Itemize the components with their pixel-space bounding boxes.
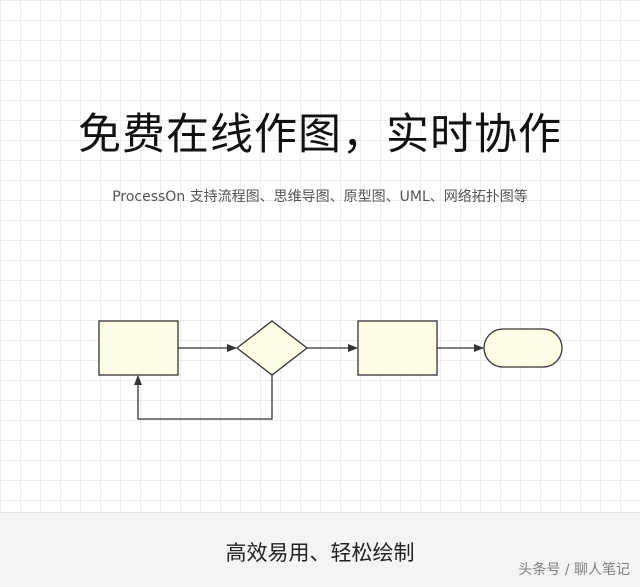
decision-diamond[interactable] (235, 320, 309, 376)
grid-canvas (0, 0, 640, 512)
hero-title: 免费在线作图，实时协作 (78, 110, 562, 160)
watermark-text: 头条号 / 聊人笔记 (518, 562, 630, 578)
connector-loop-back (134, 375, 273, 420)
footer-banner: 高效易用、轻松绘制 头条号 / 聊人笔记 (0, 512, 640, 587)
footer-tagline: 高效易用、轻松绘制 (225, 541, 415, 565)
process-box-middle[interactable] (357, 320, 438, 376)
hero-subtitle: ProcessOn 支持流程图、思维导图、原型图、UML、网络拓扑图等 (112, 189, 528, 205)
terminal-rounded-box[interactable] (483, 328, 563, 368)
process-box-start[interactable] (98, 320, 179, 376)
flowchart-diagram (98, 320, 563, 420)
